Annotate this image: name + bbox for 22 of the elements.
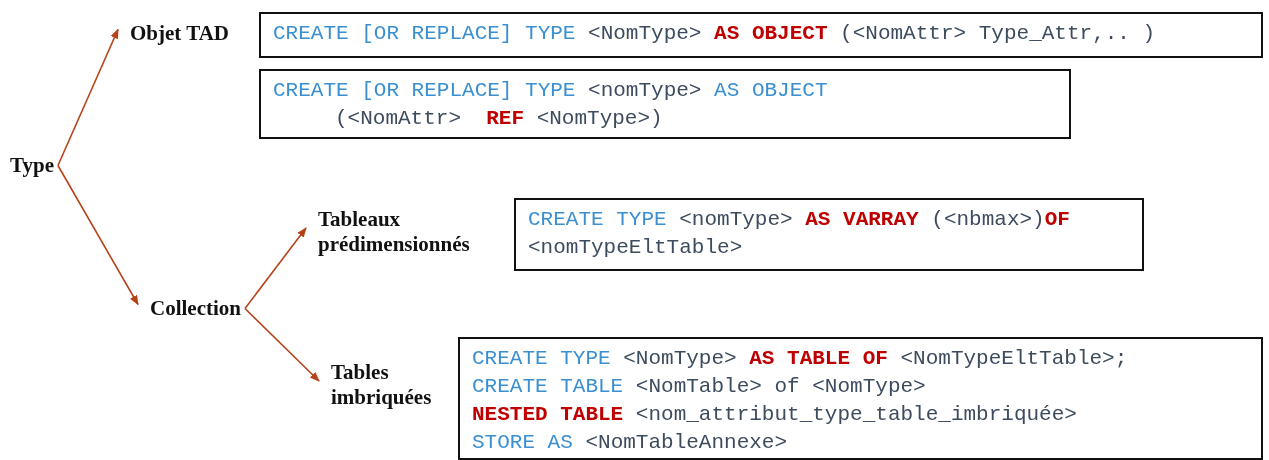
code-line: CREATE [OR REPLACE] TYPE <nomType> AS OBJECT [273, 78, 829, 104]
arrow [57, 164, 139, 306]
code-line: CREATE TYPE <NomType> AS TABLE OF <NomTypeEltTable>; [472, 346, 1129, 372]
category-label: Objet TAD [130, 21, 229, 46]
code-box [259, 12, 1263, 58]
category-label: Collection [150, 296, 241, 321]
code-line: (<NomAttr> REF <NomType>) [334, 106, 664, 132]
category-label: Tableaux prédimensionnés [318, 207, 508, 257]
arrow [244, 227, 307, 310]
code-line: CREATE TABLE <NomTable> of <NomType> [472, 374, 927, 400]
code-line: STORE AS <NomTableAnnexe> [472, 430, 789, 456]
code-line: CREATE TYPE <nomType> AS VARRAY (<nbmax>)OF [528, 207, 1071, 233]
code-line: NESTED TABLE <nom_attribut_type_table_imbriquée> [472, 402, 1078, 428]
code-line: CREATE [OR REPLACE] TYPE <NomType> AS OBJECT (<NomAttr> Type_Attr,.. ) [273, 21, 1157, 47]
code-line: <nomTypeEltTable> [528, 235, 744, 261]
category-label: Tables imbriquées [331, 360, 456, 410]
arrow [57, 28, 119, 167]
code-box [514, 198, 1144, 271]
code-box [259, 69, 1071, 139]
code-box [458, 337, 1263, 460]
arrow [244, 307, 320, 382]
category-label: Type [10, 153, 54, 178]
